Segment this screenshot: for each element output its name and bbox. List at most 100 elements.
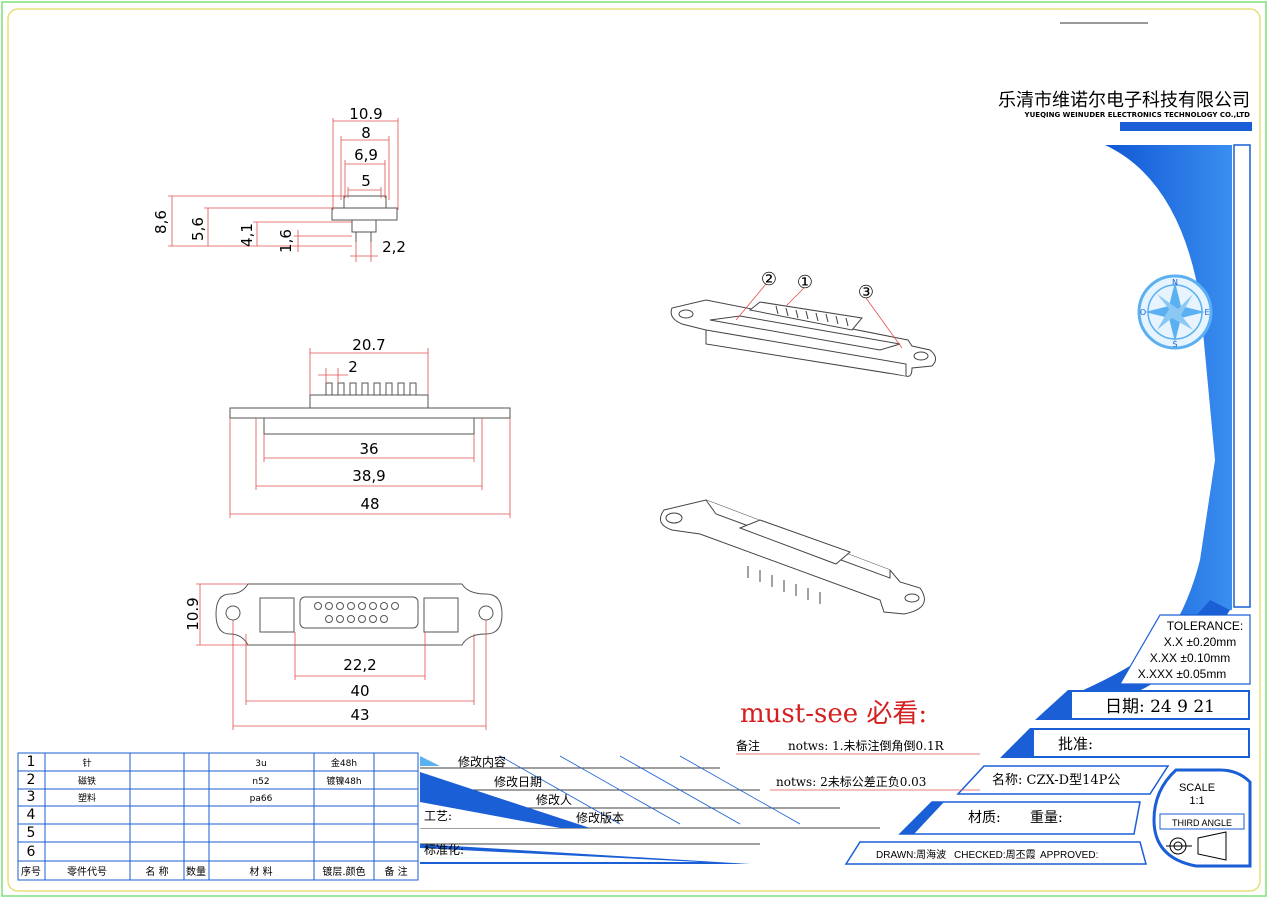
bom-cell: 磁铁 [78,775,96,787]
bom-cell: 针 [82,757,91,769]
scale-label: SCALE [1179,782,1215,794]
isometric-view-top [670,299,936,377]
tolerance-xx: X.X ±0.20mm [1164,635,1237,649]
revision-block: 修改内容 修改日期 修改人 工艺: 修改版本 标准化: [420,753,880,864]
bom-cell: 金48h [331,757,357,769]
contact-holes [314,602,399,623]
part-name: 名称: CZX-D型14P公 [992,772,1120,788]
dim-front-43: 43 [350,706,369,724]
iso-pins-bottom [747,566,821,604]
revision-version: 修改版本 [576,810,624,825]
note-1: notws: 1.未标注倒角倒0.1R [788,738,945,753]
bom-header-cell: 名 称 [145,865,168,878]
checked-label: CHECKED:周丕霞 [954,849,1036,861]
remark-label: 备注 [736,738,760,753]
dim-front-10-9: 10.9 [184,597,202,630]
standard-label: 标准化: [424,843,464,857]
bom-header-cell: 镀层.颜色 [322,865,365,878]
tolerance-xxxx: X.XXX ±0.05mm [1138,667,1227,681]
bom-header-cell: 数量 [186,865,206,878]
bom-cell: 6 [27,844,36,860]
bom-cell: 3u [255,759,266,769]
isometric-callouts: ② ① ③ [735,269,903,349]
dim-front-22-2: 22,2 [343,656,376,674]
top-view [331,195,398,242]
date-row: 日期: 24 9 21 [1035,690,1250,720]
bom-cell: 1 [27,754,36,770]
revision-content: 修改内容 [458,754,506,769]
isometric-view-bottom [659,499,925,615]
bom-cell: 塑料 [78,792,96,804]
iso-pins [775,305,849,327]
process-label: 工艺: [424,809,452,823]
compass-icon: N E S O [1137,274,1213,350]
company-name-cn: 乐清市维诺尔电子科技有限公司 [998,90,1250,111]
dim-top-10-9: 10.9 [349,105,382,123]
bom-cell: 镀镍48h [326,775,361,787]
dim-side-38-9: 38,9 [352,467,385,485]
bom-header-cell: 序号 [21,865,41,878]
notes: must-see 必看: 备注 notws: 1.未标注倒角倒0.1R notw… [736,699,980,791]
tolerance-title: TOLERANCE: [1167,619,1243,633]
third-angle-projection-icon [1166,831,1227,861]
bom-header-cell: 材 料 [249,865,272,878]
dim-top-5: 5 [361,172,371,190]
bom-cell: 2 [27,772,36,788]
bom-table: 1 针 3u 金48h 2 磁铁 n52 镀镍48h 3 塑料 pa66 4 5 6 序号 零件代号 名 称 数量… [17,752,419,881]
bom-cell: n52 [252,777,269,787]
name-row: 名称: CZX-D型14P公 [956,765,1170,795]
callout-2: ② [761,269,777,290]
dim-top-8-6: 8,6 [152,210,170,234]
dim-top-1-6: 1,6 [277,229,295,253]
svg-text:O: O [1140,308,1146,317]
company-header: 乐清市维诺尔电子科技有限公司 YUEQING WEINUDER ELECTRON… [998,90,1252,131]
svg-text:S: S [1172,340,1177,349]
front-view-dim-labels: 10.9 22,2 40 43 [184,597,377,724]
revision-date: 修改日期 [494,774,542,789]
dim-top-2-2: 2,2 [382,238,406,256]
approve-label: 批准: [1058,735,1093,753]
tolerance-block: TOLERANCE: X.X ±0.20mm X.XX ±0.10mm X.XX… [1118,614,1251,685]
signature-row: DRAWN:周海波 CHECKED:周丕霞 APPROVED: [844,841,1147,865]
dim-side-20-7: 20.7 [352,336,385,354]
bom-cell: 4 [27,807,36,823]
svg-text:N: N [1172,278,1178,287]
date-label: 日期: 24 9 21 [1105,697,1215,717]
revision-person: 修改人 [536,792,572,807]
side-view [229,382,511,435]
scale-block: SCALE 1:1 THIRD ANGLE [1152,768,1252,868]
side-view-pins [325,382,417,396]
scale-value: 1:1 [1189,795,1204,807]
approve-row: 批准: [1000,728,1250,758]
bom-cell: 3 [27,789,36,805]
dim-top-6-9: 6,9 [354,146,378,164]
must-see-note: must-see 必看: [740,699,927,729]
bom-cell: 5 [27,825,36,841]
dim-side-2: 2 [348,358,358,376]
weight-label: 重量: [1030,810,1063,826]
note-2: notws: 2未标公差正负0.03 [776,775,926,789]
svg-text:E: E [1204,308,1209,317]
material-label: 材质: [968,810,1001,826]
tolerance-xxx: X.XX ±0.10mm [1150,651,1231,665]
dim-top-5-6: 5,6 [189,217,207,241]
projection-label: THIRD ANGLE [1172,818,1232,828]
bom-cell: pa66 [250,794,273,804]
dim-side-36: 36 [359,440,378,458]
bom-header-cell: 备 注 [384,865,407,878]
dim-top-4-1: 4,1 [238,223,256,247]
approved-label: APPROVED: [1040,850,1098,861]
callout-3: ③ [858,282,874,303]
dim-top-8: 8 [361,124,371,142]
top-view-dimensions [168,118,399,262]
side-view-dim-labels: 20.7 2 36 38,9 48 [348,336,385,513]
side-view-dimensions [229,348,511,518]
dim-side-48: 48 [360,495,379,513]
bom-header-cell: 零件代号 [67,866,107,878]
dim-front-40: 40 [350,682,369,700]
top-view-dim-labels: 10.9 8 6,9 5 8,6 5,6 4,1 1,6 2,2 [152,105,406,256]
drawn-label: DRAWN:周海波 [876,848,946,861]
front-view-dimensions [196,583,487,730]
